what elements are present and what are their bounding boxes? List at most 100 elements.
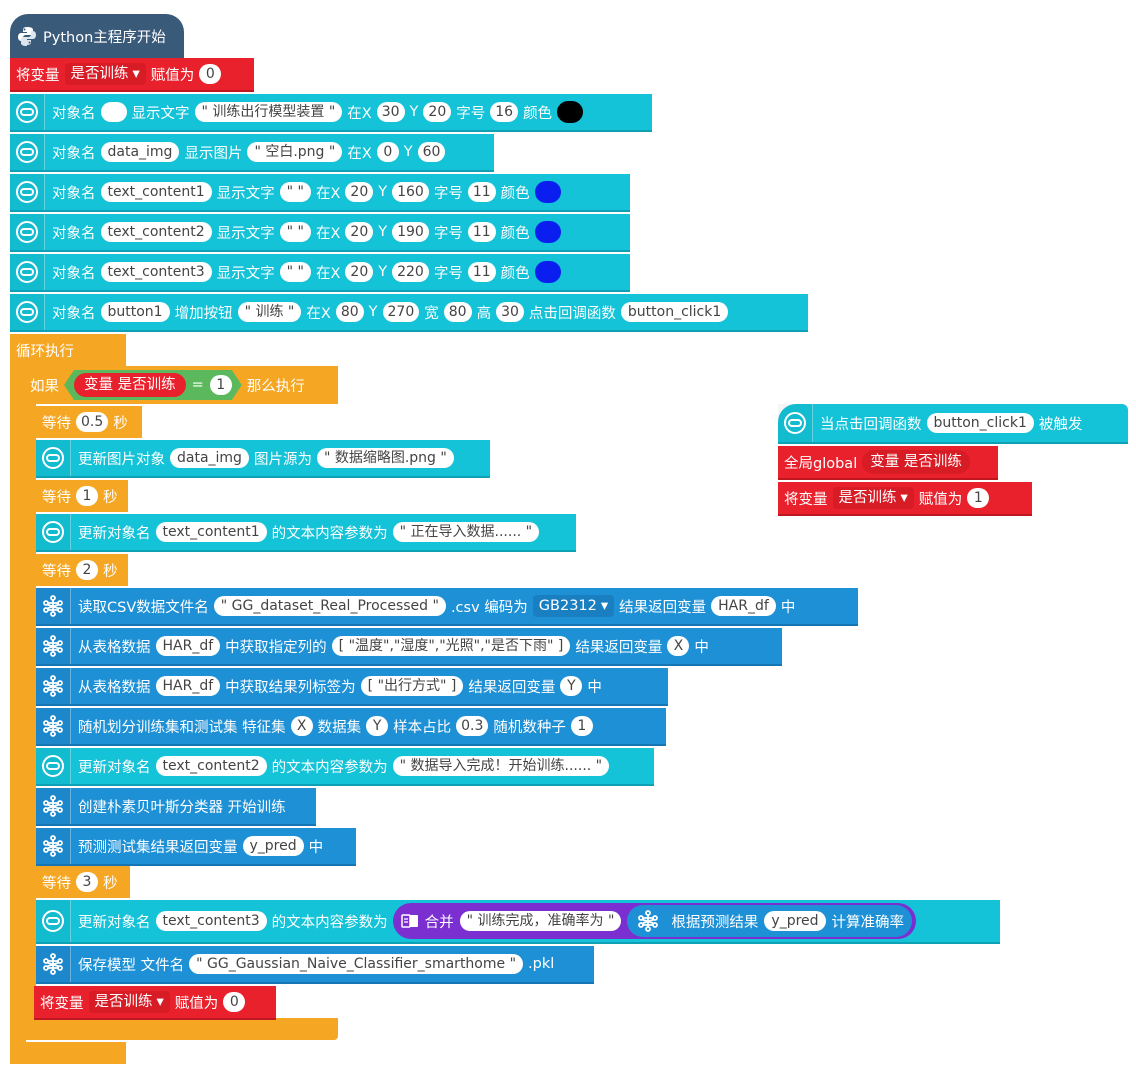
y-input[interactable]: 270 [382, 302, 420, 322]
show-text-block-title[interactable]: 对象名 显示文字 " 训练出行模型装置 " 在X 30 Y 20 字号 16 颜… [10, 94, 652, 132]
encoding-dropdown[interactable]: GB2312▾ [532, 595, 615, 617]
table-var-input[interactable]: HAR_df [155, 676, 221, 696]
init-set-variable-block[interactable]: 将变量 是否训练▾ 赋值为 0 [10, 58, 254, 92]
text-input[interactable]: " 训练出行模型装置 " [194, 102, 343, 122]
x-input[interactable]: 0 [376, 142, 399, 162]
font-size-input[interactable]: 11 [467, 262, 496, 282]
condition-block[interactable]: 变量 是否训练 = 1 [64, 370, 242, 400]
merge-block[interactable]: 合并 " 训练完成，准确率为 " 根据预测结果 y_pred 计算准确率 [392, 903, 917, 939]
variable-dropdown[interactable]: 是否训练▾ [88, 991, 170, 1013]
create-naive-bayes-block[interactable]: 创建朴素贝叶斯分类器 开始训练 [36, 788, 316, 826]
model-file-input[interactable]: " GG_Gaussian_Naive_Classifier_smarthome… [189, 954, 524, 974]
object-name-input[interactable]: data_img [170, 448, 249, 468]
save-model-block[interactable]: 保存模型 文件名 " GG_Gaussian_Naive_Classifier_… [36, 946, 594, 984]
font-size-input[interactable]: 16 [490, 102, 519, 122]
dataset-input[interactable]: Y [366, 716, 389, 736]
callback-hat-block[interactable]: 当点击回调函数 button_click1 被触发 [778, 404, 1128, 444]
x-input[interactable]: 20 [345, 262, 374, 282]
object-name-input[interactable]: text_content1 [100, 182, 212, 202]
callback-name-input[interactable]: button_click1 [926, 413, 1034, 433]
loop-block-header[interactable]: 循环执行 [10, 334, 126, 366]
callback-set-variable-block[interactable]: 将变量 是否训练▾ 赋值为 1 [778, 482, 1032, 516]
update-text-block-2[interactable]: 更新对象名 text_content2 的文本内容参数为 " 数据导入完成！开始… [36, 748, 654, 786]
seed-input[interactable]: 1 [570, 716, 593, 736]
result-var-input[interactable]: X [667, 636, 690, 656]
object-name-input[interactable]: data_img [100, 142, 180, 162]
variable-dropdown[interactable]: 是否训练▾ [64, 63, 146, 85]
accuracy-var-input[interactable]: y_pred [764, 911, 826, 931]
reset-variable-block[interactable]: 将变量 是否训练▾ 赋值为 0 [34, 986, 276, 1020]
color-swatch-blue[interactable] [534, 221, 561, 243]
variable-reporter[interactable]: 变量 是否训练 [74, 373, 186, 397]
ratio-input[interactable]: 0.3 [456, 716, 489, 736]
add-button-block[interactable]: 对象名 button1 增加按钮 " 训练 " 在X 80 Y 270 宽 80… [10, 294, 808, 332]
wait-block[interactable]: 等待 1 秒 [36, 480, 128, 512]
wait-seconds-input[interactable]: 0.5 [76, 412, 109, 432]
y-input[interactable]: 220 [392, 262, 429, 282]
select-label-column-block[interactable]: 从表格数据 HAR_df 中获取结果列标签为 [ "出行方式" ] 结果返回变量… [36, 668, 668, 706]
wait-seconds-input[interactable]: 2 [76, 560, 98, 580]
init-value-input[interactable]: 0 [199, 64, 222, 84]
result-var-input[interactable]: Y [560, 676, 583, 696]
text-input[interactable]: " " [279, 222, 311, 242]
font-size-input[interactable]: 11 [467, 222, 496, 242]
train-test-split-block[interactable]: 随机划分训练集和测试集 特征集 X 数据集 Y 样本占比 0.3 随机数种子 1 [36, 708, 666, 746]
text-value-input[interactable]: " 数据导入完成！开始训练...... " [392, 756, 610, 776]
object-name-input[interactable]: text_content1 [155, 522, 267, 542]
feature-set-input[interactable]: X [290, 716, 313, 736]
predict-block[interactable]: 预测测试集结果返回变量 y_pred 中 [36, 828, 356, 866]
object-name-input[interactable]: text_content2 [155, 756, 267, 776]
condition-value-input[interactable]: 1 [210, 375, 232, 395]
image-file-input[interactable]: " 空白.png " [247, 142, 343, 162]
show-text-block-content1[interactable]: 对象名 text_content1 显示文字 " " 在X 20 Y 160 字… [10, 174, 630, 212]
y-input[interactable]: 190 [392, 222, 429, 242]
show-image-block[interactable]: 对象名 data_img 显示图片 " 空白.png " 在X 0 Y 60 [10, 134, 494, 172]
text-value-input[interactable]: " 正在导入数据...... " [392, 522, 540, 542]
wait-block[interactable]: 等待 2 秒 [36, 554, 128, 586]
variable-dropdown[interactable]: 是否训练▾ [832, 487, 914, 509]
result-var-input[interactable]: HAR_df [711, 596, 776, 616]
global-var-reporter[interactable]: 变量 是否训练 [862, 450, 970, 474]
color-swatch-black[interactable] [557, 101, 584, 123]
color-swatch-blue[interactable] [534, 181, 561, 203]
read-csv-block[interactable]: 读取CSV数据文件名 " GG_dataset_Real_Processed "… [36, 588, 858, 626]
callback-value-input[interactable]: 1 [967, 488, 990, 508]
object-name-input[interactable]: button1 [100, 302, 170, 322]
x-input[interactable]: 80 [335, 302, 364, 322]
columns-list-input[interactable]: [ "温度","湿度","光照","是否下雨" ] [331, 636, 571, 656]
show-text-block-content3[interactable]: 对象名 text_content3 显示文字 " " 在X 20 Y 220 字… [10, 254, 630, 292]
python-start-hat[interactable]: Python主程序开始 [10, 14, 184, 58]
object-name-input[interactable]: text_content3 [100, 262, 212, 282]
show-text-block-content2[interactable]: 对象名 text_content2 显示文字 " " 在X 20 Y 190 字… [10, 214, 630, 252]
update-text-block-3[interactable]: 更新对象名 text_content3 的文本内容参数为 合并 " 训练完成，准… [36, 900, 1000, 944]
x-input[interactable]: 20 [345, 182, 374, 202]
reset-value-input[interactable]: 0 [223, 992, 246, 1012]
text-input[interactable]: " " [279, 182, 311, 202]
font-size-input[interactable]: 11 [467, 182, 496, 202]
object-name-input[interactable] [100, 102, 127, 122]
y-input[interactable]: 160 [392, 182, 429, 202]
height-input[interactable]: 30 [496, 302, 524, 322]
prediction-var-input[interactable]: y_pred [242, 836, 304, 856]
merge-string-input[interactable]: " 训练完成，准确率为 " [459, 911, 622, 931]
update-text-block-1[interactable]: 更新对象名 text_content1 的文本内容参数为 " 正在导入数据...… [36, 514, 576, 552]
x-input[interactable]: 20 [345, 222, 374, 242]
update-image-block[interactable]: 更新图片对象 data_img 图片源为 " 数据缩略图.png " [36, 440, 490, 478]
object-name-input[interactable]: text_content2 [100, 222, 212, 242]
if-block[interactable]: 如果 变量 是否训练 = 1 那么执行 [24, 366, 338, 404]
wait-block[interactable]: 等待 3 秒 [36, 866, 130, 898]
wait-seconds-input[interactable]: 3 [76, 872, 98, 892]
y-input[interactable]: 20 [423, 102, 452, 122]
table-var-input[interactable]: HAR_df [155, 636, 221, 656]
color-swatch-blue[interactable] [534, 261, 561, 283]
object-name-input[interactable]: text_content3 [155, 911, 267, 931]
csv-file-input[interactable]: " GG_dataset_Real_Processed " [213, 596, 446, 616]
width-input[interactable]: 80 [443, 302, 472, 322]
wait-block[interactable]: 等待 0.5 秒 [36, 406, 142, 438]
accuracy-block[interactable]: 根据预测结果 y_pred 计算准确率 [627, 905, 913, 937]
text-input[interactable]: " " [279, 262, 311, 282]
wait-seconds-input[interactable]: 1 [76, 486, 98, 506]
callback-input[interactable]: button_click1 [620, 302, 729, 322]
image-source-input[interactable]: " 数据缩略图.png " [316, 448, 454, 468]
label-list-input[interactable]: [ "出行方式" ] [360, 676, 464, 696]
